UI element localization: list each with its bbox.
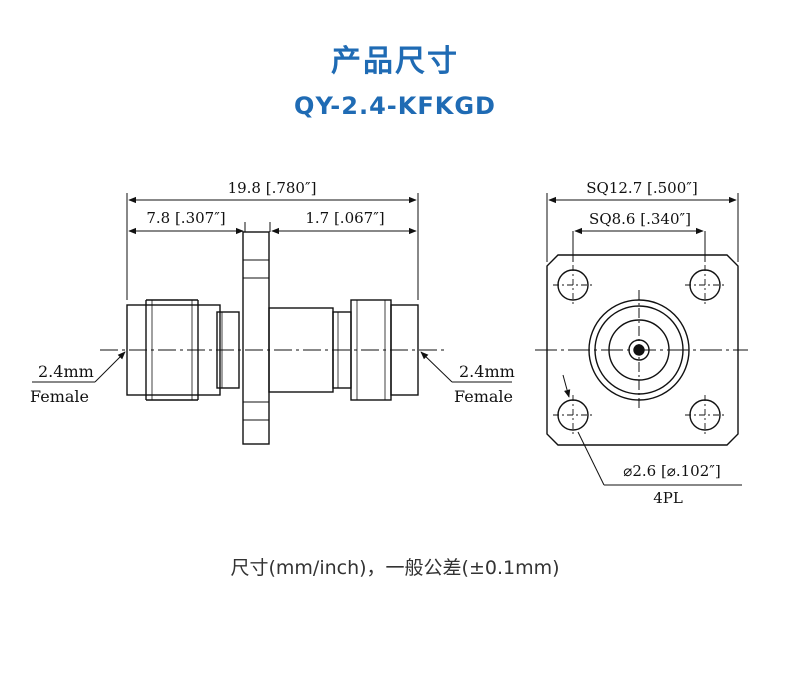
mounting-flange xyxy=(242,231,270,445)
left-length-label: 7.8 [.307″] xyxy=(146,209,225,227)
mounting-holes xyxy=(553,265,725,435)
right-port-size-label: 2.4mm xyxy=(459,362,515,381)
overall-length-label: 19.8 [.780″] xyxy=(228,179,317,197)
side-view xyxy=(32,193,512,445)
front-view xyxy=(535,193,748,486)
flange-square-label: SQ12.7 [.500″] xyxy=(586,179,697,197)
hole-diameter-label: ⌀2.6 [⌀.102″] xyxy=(623,462,720,480)
right-length-label: 1.7 [.067″] xyxy=(305,209,384,227)
hole-square-label: SQ8.6 [.340″] xyxy=(589,210,691,228)
hole-count-label: 4PL xyxy=(653,489,683,507)
model-number: QY-2.4-KFKGD xyxy=(294,92,496,120)
left-port-size-label: 2.4mm xyxy=(38,362,94,381)
flange-outline xyxy=(546,254,739,446)
tolerance-note: 尺寸(mm/inch)，一般公差(±0.1mm) xyxy=(230,557,560,579)
left-port-gender-label: Female xyxy=(30,387,89,406)
right-port-gender-label: Female xyxy=(454,387,513,406)
page-title: 产品尺寸 xyxy=(331,44,459,79)
